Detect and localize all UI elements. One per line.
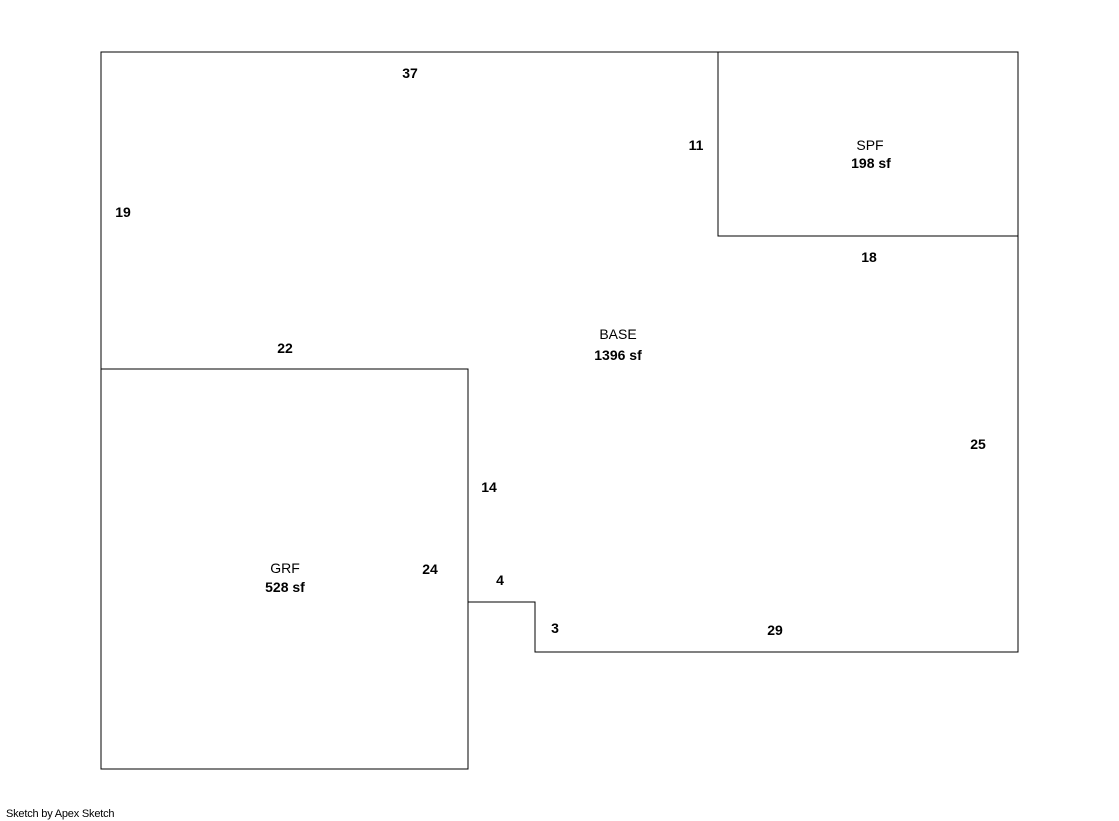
spf-outline xyxy=(717,51,1019,237)
spf-area-name: SPF xyxy=(856,137,883,153)
grf-outline xyxy=(100,368,469,770)
dim-step-horizontal: 4 xyxy=(496,572,504,588)
spf-area-size: 198 sf xyxy=(851,155,891,171)
grf-area-size: 528 sf xyxy=(265,579,305,595)
dim-left-upper: 19 xyxy=(115,204,131,220)
dim-step-vertical: 14 xyxy=(481,479,497,495)
dim-spf-left: 11 xyxy=(689,137,704,153)
dim-grf-top: 22 xyxy=(277,340,293,356)
grf-area-name: GRF xyxy=(270,560,300,576)
dim-step-short: 3 xyxy=(551,620,559,636)
sketch-credit: Sketch by Apex Sketch xyxy=(6,808,115,820)
dim-bottom: 29 xyxy=(767,622,783,638)
dim-right: 25 xyxy=(970,436,986,452)
dim-grf-right: 24 xyxy=(422,561,438,577)
base-area-size: 1396 sf xyxy=(594,347,642,363)
dim-top: 37 xyxy=(402,65,418,81)
base-area-name: BASE xyxy=(599,326,636,342)
dim-spf-bottom: 18 xyxy=(861,249,877,265)
